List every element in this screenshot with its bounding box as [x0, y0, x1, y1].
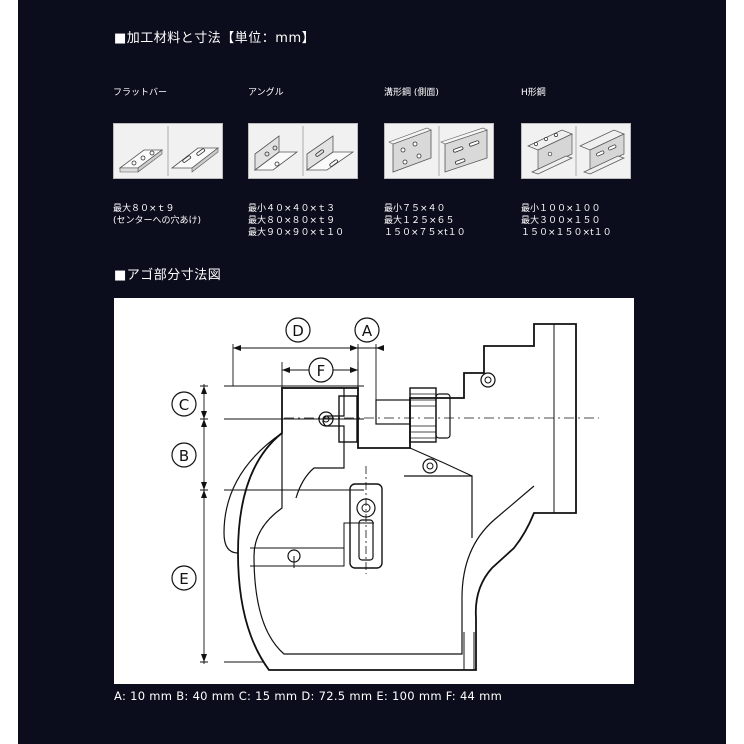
spec-line: 最大３００×１５０ — [521, 216, 601, 226]
channel-specs: 最小７５×４０ 最大１２５×６５ １５０×７５×t１０ — [384, 203, 466, 239]
spec-line: １５０×１５０×t１０ — [521, 228, 612, 238]
angle-image — [248, 123, 358, 179]
spec-line: 最小７５×４０ — [384, 204, 446, 214]
spec-line: 最大８０×８０×ｔ９ — [248, 216, 336, 226]
label-b: B — [179, 447, 189, 465]
label-a: A — [362, 322, 373, 340]
spec-line: １５０×７５×t１０ — [384, 228, 466, 238]
content-panel: ■加工材料と寸法【単位：mm】 フラットバー アングル 溝形鋼 (側面) H形鋼 — [18, 0, 726, 744]
spec-line: 最大１２５×６５ — [384, 216, 455, 226]
jaw-dimension-diagram: D A F C B E — [114, 298, 634, 684]
spec-line: (センターへの穴あけ) — [113, 216, 202, 226]
label-d: D — [292, 322, 304, 340]
material-label-angle: アングル — [248, 88, 284, 98]
material-label-channel: 溝形鋼 (側面) — [384, 88, 439, 98]
flatbar-specs: 最大８０×ｔ９ (センターへの穴あけ) — [113, 203, 201, 227]
flatbar-image — [113, 123, 223, 179]
material-label-flatbar: フラットバー — [113, 88, 168, 98]
dimensions-caption: A: 10 mm B: 40 mm C: 15 mm D: 72.5 mm E:… — [114, 689, 503, 703]
material-label-hbeam: H形鋼 — [521, 88, 546, 98]
spec-line: 最小４０×４０×ｔ３ — [248, 204, 336, 214]
angle-specs: 最小４０×４０×ｔ３ 最大８０×８０×ｔ９ 最大９０×９０×ｔ１０ — [248, 203, 344, 239]
spec-line: 最大９０×９０×ｔ１０ — [248, 228, 345, 238]
hbeam-specs: 最小１００×１００ 最大３００×１５０ １５０×１５０×t１０ — [521, 203, 612, 239]
hbeam-image — [521, 123, 631, 179]
spec-line: 最小１００×１００ — [521, 204, 601, 214]
label-c: C — [179, 396, 189, 414]
spec-line: 最大８０×ｔ９ — [113, 204, 175, 214]
label-f: F — [317, 362, 326, 380]
section-title-materials: ■加工材料と寸法【単位：mm】 — [114, 31, 316, 46]
section-title-jaw-dimensions: ■アゴ部分寸法図 — [114, 268, 222, 283]
label-e: E — [179, 570, 188, 588]
channel-image — [384, 123, 494, 179]
